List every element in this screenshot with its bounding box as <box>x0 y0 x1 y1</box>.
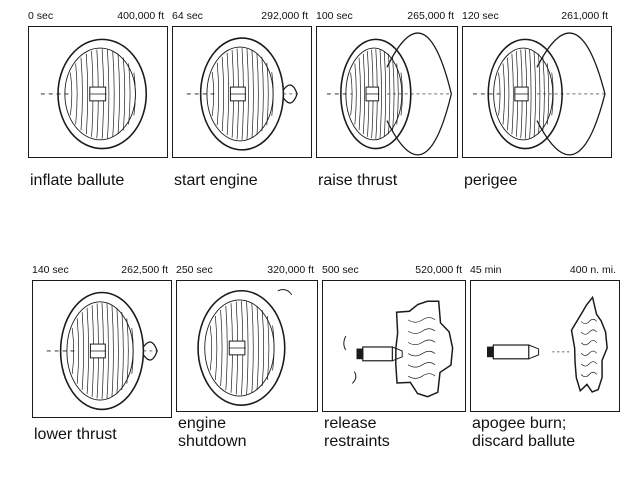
stage-altitude: 262,500 ft <box>121 264 168 276</box>
stage-altitude: 320,000 ft <box>267 264 314 276</box>
fabric-fold <box>407 373 436 379</box>
stage-header: 64 sec 292,000 ft <box>172 8 312 24</box>
collapsed-ballute <box>570 295 608 393</box>
restraint-strap <box>343 335 347 351</box>
stage-drawing <box>343 300 454 398</box>
stage-time: 64 sec <box>172 10 203 22</box>
stage-altitude: 520,000 ft <box>415 264 462 276</box>
stage-caption: perigee <box>464 172 518 189</box>
stage-header: 100 sec 265,000 ft <box>316 8 458 24</box>
stage-time: 100 sec <box>316 10 353 22</box>
stage-header: 500 sec 520,000 ft <box>322 262 466 278</box>
fabric-fold <box>407 328 436 334</box>
fabric-fold <box>580 371 597 378</box>
stage-illustration <box>28 26 168 158</box>
stage-drawing <box>40 38 148 150</box>
engine-plume <box>536 32 606 156</box>
fabric-fold <box>580 340 597 346</box>
stage-time: 0 sec <box>28 10 54 22</box>
fabric-fold <box>580 318 597 325</box>
stage-altitude: 400 n. mi. <box>569 264 616 276</box>
stage-illustration <box>32 280 172 418</box>
restraint-strap <box>351 371 357 384</box>
stage-time: 140 sec <box>32 264 69 276</box>
stage-caption: lower thrust <box>34 426 117 443</box>
stage-illustration <box>176 280 318 412</box>
stage-illustration <box>470 280 620 412</box>
vehicle <box>486 344 540 360</box>
stage-caption: start engine <box>174 172 258 189</box>
stage-caption: apogee burn; discard ballute <box>472 415 576 450</box>
fabric-fold <box>580 350 597 356</box>
ballute <box>487 38 563 150</box>
stage-altitude: 261,000 ft <box>561 10 608 22</box>
stage-panel-8: 45 min 400 n. mi. apogee burn; discard b… <box>470 262 620 462</box>
stage-header: 250 sec 320,000 ft <box>176 262 318 278</box>
ballute <box>199 37 285 151</box>
stage-panel-5: 140 sec 262,500 ft lower thrust <box>32 262 172 452</box>
fabric-fold <box>407 317 436 323</box>
stage-header: 45 min 400 n. mi. <box>470 262 620 278</box>
stage-header: 0 sec 400,000 ft <box>28 8 168 24</box>
stage-altitude: 400,000 ft <box>117 10 164 22</box>
vehicle <box>356 346 403 362</box>
stage-caption: release restraints <box>324 415 390 450</box>
stage-panel-4: 120 sec 261,000 ft perigee <box>462 8 612 198</box>
stage-drawing <box>46 291 158 411</box>
stage-drawing <box>472 32 606 156</box>
stage-caption: inflate ballute <box>30 172 125 189</box>
stage-illustration <box>172 26 312 158</box>
stage-illustration <box>462 26 612 158</box>
stage-caption: engine shutdown <box>178 415 247 450</box>
stage-time: 120 sec <box>462 10 499 22</box>
ballute <box>57 38 148 150</box>
ballute <box>197 289 286 406</box>
engine-plume <box>386 32 452 156</box>
stage-panel-1: 0 sec 400,000 ft inflate ballute <box>28 8 168 198</box>
stage-illustration <box>316 26 458 158</box>
stage-time: 45 min <box>470 264 502 276</box>
stage-drawing <box>186 37 298 151</box>
collapsed-ballute <box>395 300 454 398</box>
stage-header: 120 sec 261,000 ft <box>462 8 612 24</box>
stage-illustration <box>322 280 466 412</box>
stage-header: 140 sec 262,500 ft <box>32 262 172 278</box>
stage-altitude: 292,000 ft <box>261 10 308 22</box>
stage-drawing <box>197 288 293 406</box>
fabric-fold <box>580 361 597 367</box>
stage-altitude: 265,000 ft <box>407 10 454 22</box>
stage-time: 500 sec <box>322 264 359 276</box>
stage-panel-6: 250 sec 320,000 ft engine shutdown <box>176 262 318 462</box>
engine-plume <box>282 84 298 104</box>
fabric-fold <box>580 329 597 335</box>
fabric-fold <box>407 362 436 368</box>
fabric-fold <box>407 350 436 357</box>
stage-drawing <box>486 295 608 393</box>
fabric-fold <box>407 339 436 346</box>
stage-panel-2: 64 sec 292,000 ft start engine <box>172 8 312 198</box>
motion-mark <box>277 288 293 296</box>
stage-panel-7: 500 sec 520,000 ft release restraints <box>322 262 466 462</box>
stage-caption: raise thrust <box>318 172 398 189</box>
stage-time: 250 sec <box>176 264 213 276</box>
stage-drawing <box>326 32 452 156</box>
stage-panel-3: 100 sec 265,000 ft raise thrust <box>316 8 458 198</box>
